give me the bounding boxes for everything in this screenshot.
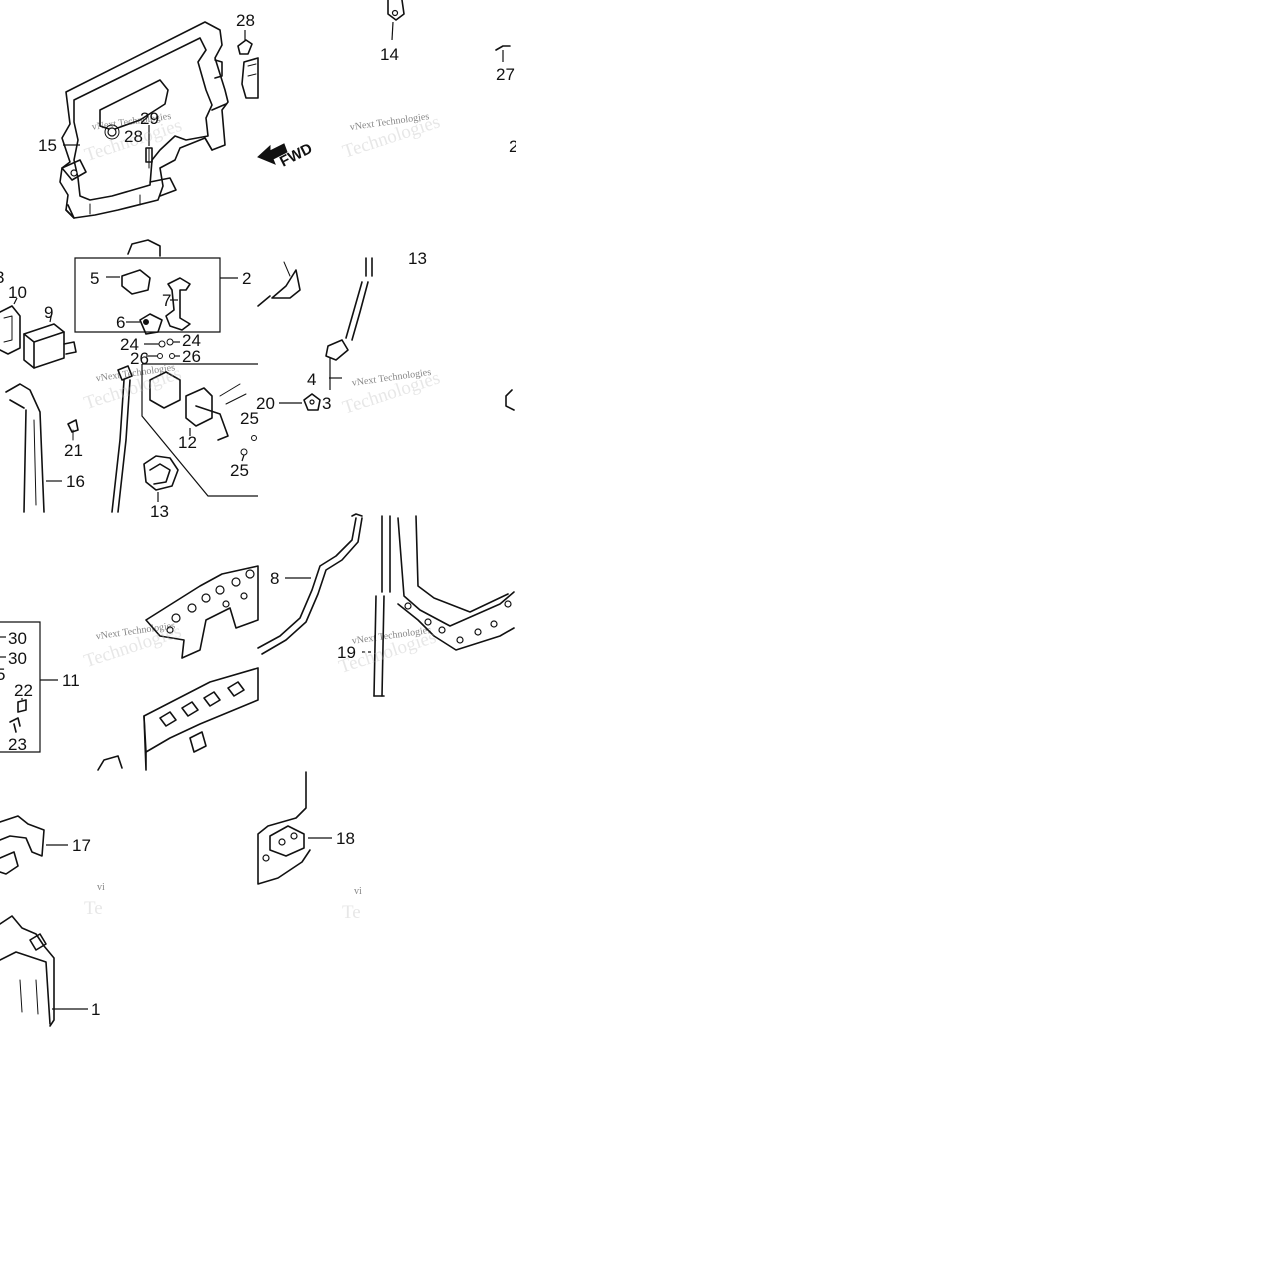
bracket-16 — [5, 383, 62, 513]
callout-25b: 25 — [230, 461, 249, 480]
clip-7 — [165, 277, 191, 331]
cover-5 — [106, 269, 151, 295]
fwd-arrow-icon: FWD — [257, 140, 315, 171]
callout-4: 4 — [307, 370, 316, 389]
harness-11-box — [141, 363, 258, 497]
battery-1 — [0, 915, 88, 1027]
frame-fragment-top — [257, 261, 301, 307]
callout-2: 2 — [242, 269, 251, 288]
callout-21: 21 — [64, 441, 83, 460]
callout-26b: 26 — [182, 347, 201, 366]
regulator-9 — [23, 311, 77, 369]
bracket-bolt-29 — [145, 125, 153, 169]
case-fragment-18 — [257, 771, 332, 885]
callout-24a: 24 — [120, 335, 139, 354]
callout-28: 28 — [236, 11, 255, 30]
callout-19: 19 — [337, 643, 356, 662]
svg-text:vi: vi — [97, 882, 105, 893]
callout-25a: 25 — [240, 409, 259, 428]
clamp-13 — [143, 455, 179, 502]
nut-20 — [279, 393, 321, 411]
terminal-14 — [387, 0, 405, 41]
callout-2-fragment: 2 — [509, 137, 518, 156]
switch-12 — [149, 371, 247, 441]
callout-1: 1 — [91, 1000, 100, 1019]
callout-9: 9 — [44, 303, 53, 322]
callout-28b: 28 — [124, 127, 143, 146]
callout-30a: 30 — [8, 629, 27, 648]
callout-17: 17 — [72, 836, 91, 855]
ground-cable-8 — [257, 513, 363, 655]
callout-12: 12 — [178, 433, 197, 452]
screw-25 — [240, 435, 257, 462]
watermark-fragments: vi Te vi Te — [84, 882, 362, 923]
battery-case-right — [397, 515, 515, 651]
svg-text:vi: vi — [354, 886, 362, 897]
callout-14: 14 — [380, 45, 399, 64]
bracket-nut-28 — [104, 124, 120, 140]
grommet-fragment — [505, 389, 515, 411]
bracket-17 — [0, 815, 68, 875]
callout-3-fragment: 3 — [0, 268, 4, 287]
bolt-21 — [67, 419, 79, 441]
callout-13: 13 — [150, 502, 169, 521]
screw-27-fragment — [495, 45, 511, 62]
screw-23 — [9, 717, 21, 733]
breather-tube-19 — [362, 515, 391, 697]
callout-23: 23 — [8, 735, 27, 754]
battery-case-bracket — [59, 21, 229, 219]
callout-10: 10 — [8, 283, 27, 302]
callout-5-fragment: 5 — [0, 665, 5, 684]
regulator-fragment-top — [241, 57, 259, 99]
callout-22: 22 — [14, 681, 33, 700]
mounting-bolt-28-top — [237, 30, 253, 55]
callout-16: 16 — [66, 472, 85, 491]
blank-area — [516, 0, 1285, 1285]
screw-22 — [17, 698, 27, 713]
callout-30b: 30 — [8, 649, 27, 668]
battery-top-5 — [97, 667, 259, 771]
fuse-holder-6 — [126, 313, 163, 335]
callout-27: 27 — [496, 65, 515, 84]
callout-29: 29 — [140, 109, 159, 128]
harness-11-list-box — [0, 621, 58, 753]
callout-8: 8 — [270, 569, 279, 588]
svg-text:Te: Te — [84, 898, 103, 919]
wire-13-upper — [111, 365, 133, 513]
callout-24b: 24 — [182, 331, 201, 350]
callout-15: 15 — [38, 136, 57, 155]
starter-cable-4 — [325, 257, 373, 390]
callout-3: 3 — [322, 394, 331, 413]
callout-26a: 26 — [130, 349, 149, 368]
callout-5: 5 — [90, 269, 99, 288]
fuse-box-2-group — [74, 239, 238, 333]
callout-6: 6 — [116, 313, 125, 332]
relay-10 — [0, 297, 21, 355]
svg-text:Te: Te — [342, 902, 361, 923]
callout-11: 11 — [62, 671, 80, 690]
callout-7: 7 — [162, 291, 171, 310]
callout-20: 20 — [256, 394, 275, 413]
callout-13-top: 13 — [408, 249, 427, 268]
callout-18: 18 — [336, 829, 355, 848]
callout-labels: 28 14 27 29 28 15 2 10 9 5 2 7 6 24 24 2… — [0, 11, 518, 1019]
washer-stack-24-26 — [144, 338, 180, 359]
battery-tray — [145, 565, 259, 659]
